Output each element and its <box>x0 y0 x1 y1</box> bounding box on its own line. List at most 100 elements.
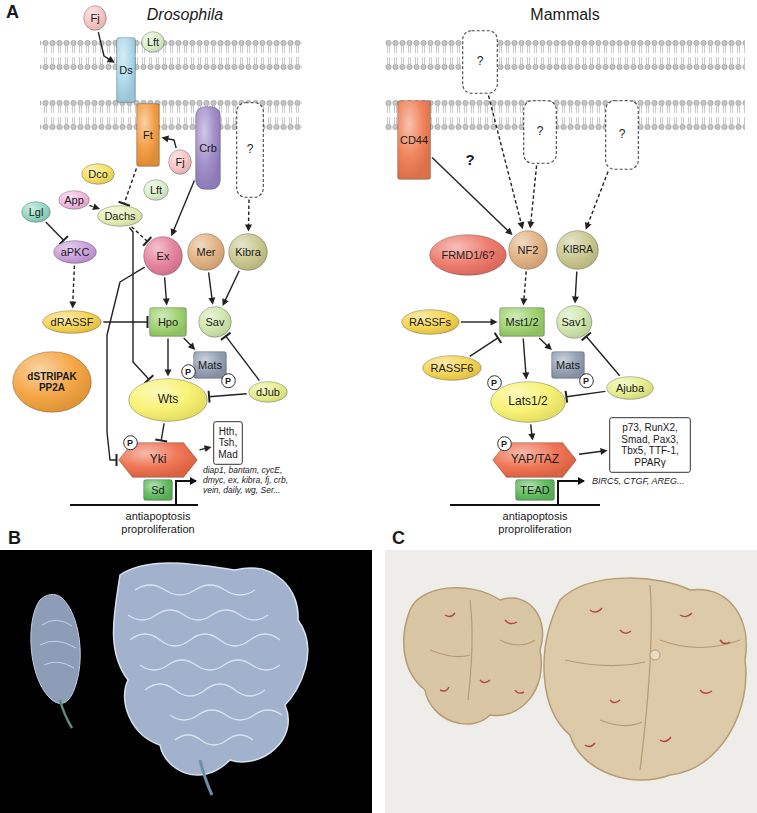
outcome-note: antiapoptosis proproliferation <box>485 510 585 535</box>
node-label: P <box>185 367 191 377</box>
activation-connector <box>572 272 579 304</box>
target-box: p73, RunX2, Smad, Pax3, Tbx5, TTF-1, PPA… <box>609 417 691 473</box>
activation-connector <box>98 32 114 63</box>
connector-line <box>124 168 136 203</box>
target-gene-list: BIRC5, CTGF, AREG... <box>592 476 685 486</box>
unknown-receptor: ? <box>605 100 639 170</box>
arrow-head <box>92 203 100 210</box>
inhibition-bar <box>155 440 167 442</box>
protein-box: Mats <box>193 351 227 379</box>
arrow-head <box>522 372 529 379</box>
complex-circle: dSTRIPAK PP2A <box>12 351 92 413</box>
connector-line <box>579 451 602 454</box>
node-label: Crb <box>199 142 217 155</box>
node-label: dJub <box>256 386 280 399</box>
arrow-head <box>245 224 252 231</box>
question-mark: ? <box>465 151 474 168</box>
arrow-head <box>107 56 115 63</box>
arrow-head <box>171 228 177 236</box>
kinase-box: Mst1/2 <box>499 307 545 337</box>
node-label: Dachs <box>104 210 135 223</box>
node-label: KIBRA <box>563 244 593 256</box>
node-label: Lats1/2 <box>508 395 547 409</box>
arrow-head <box>222 298 228 306</box>
membrane <box>40 40 302 70</box>
node-label: ? <box>619 128 626 142</box>
outcome-note: antiapoptosis proproliferation <box>108 510 208 535</box>
protein-circle: Mer <box>187 233 225 271</box>
node-label: Kibra <box>235 246 261 259</box>
arrow-head <box>505 228 512 235</box>
connector-line <box>575 272 577 298</box>
node-label: RASSFs <box>409 316 451 329</box>
protein-oval: Fj <box>83 5 107 31</box>
connector-line <box>98 32 109 60</box>
protein-oval: dRASSF <box>42 310 102 334</box>
wing-disc-photo <box>31 563 308 795</box>
protein-box: Mats <box>551 351 585 379</box>
receptor-box: Ds <box>116 37 136 103</box>
protein-oval: Fj <box>168 149 192 175</box>
receptor-box: Ft <box>136 103 160 167</box>
inhibition-connector <box>470 333 501 356</box>
phospho-circle: P <box>181 364 196 379</box>
node-label: ? <box>247 143 254 157</box>
panel-letter: C <box>392 528 405 549</box>
transcription-factor-box: Sd <box>143 479 173 501</box>
connector-line <box>46 222 64 240</box>
unknown-receptor: ? <box>236 102 264 198</box>
protein-oval: RASSF6 <box>422 355 482 381</box>
protein-oval: RASSFs <box>401 309 460 335</box>
protein-oval: Dco <box>81 163 115 185</box>
activation-connector <box>579 448 608 455</box>
arrow-head <box>585 222 592 230</box>
protein-oval: Ajuba <box>606 376 654 400</box>
connector-line <box>588 171 608 224</box>
activation-connector <box>520 271 527 305</box>
protein-oval: Lft <box>143 179 169 201</box>
activation-connector <box>222 271 239 306</box>
inhibition-bar <box>566 391 568 403</box>
activation-connector <box>245 200 252 232</box>
node-label: p73, RunX2, Smad, Pax3, Tbx5, TTF-1, PPA… <box>614 422 686 468</box>
connector-line <box>489 96 522 224</box>
activation-connector <box>522 339 529 380</box>
protein-oval: dJub <box>248 381 288 403</box>
membrane <box>385 40 745 70</box>
node-label: Lft <box>147 36 159 49</box>
node-label: P <box>127 438 133 448</box>
connector-line <box>167 139 176 148</box>
phospho-circle: P <box>579 373 594 388</box>
protein-circle: Ex <box>143 236 183 276</box>
arrow-head <box>600 448 607 455</box>
node-label: aPKC <box>61 246 90 259</box>
arrow-head <box>188 342 195 349</box>
connector-line <box>107 267 145 460</box>
protein-oval: App <box>58 190 90 210</box>
phospho-circle: P <box>487 375 502 390</box>
connector-line <box>184 338 191 346</box>
connector-line <box>132 227 148 242</box>
receptor-box: CD44 <box>397 100 431 180</box>
inhibition-bar <box>116 454 118 466</box>
protein-oval: Lgl <box>21 201 51 223</box>
activation-connector <box>200 445 212 452</box>
connector-line <box>586 337 619 376</box>
node-label: Sav1 <box>561 316 586 329</box>
node-label: Ex <box>157 250 170 263</box>
node-label: Ft <box>143 129 153 142</box>
activation-connector <box>165 339 172 377</box>
node-label: Mats <box>198 359 222 372</box>
arrow-head <box>518 222 525 230</box>
node-label: Hth, Tsh, Mad <box>216 426 240 461</box>
connector-line <box>225 271 239 301</box>
target-box: Hth, Tsh, Mad <box>213 421 243 465</box>
node-label: App <box>64 194 84 207</box>
inhibition-connector <box>209 391 247 403</box>
connector-line <box>524 271 526 299</box>
node-label: CD44 <box>400 134 428 147</box>
node-label: P <box>225 376 231 386</box>
node-label: Mst1/2 <box>505 316 538 329</box>
activation-connector <box>527 166 536 229</box>
